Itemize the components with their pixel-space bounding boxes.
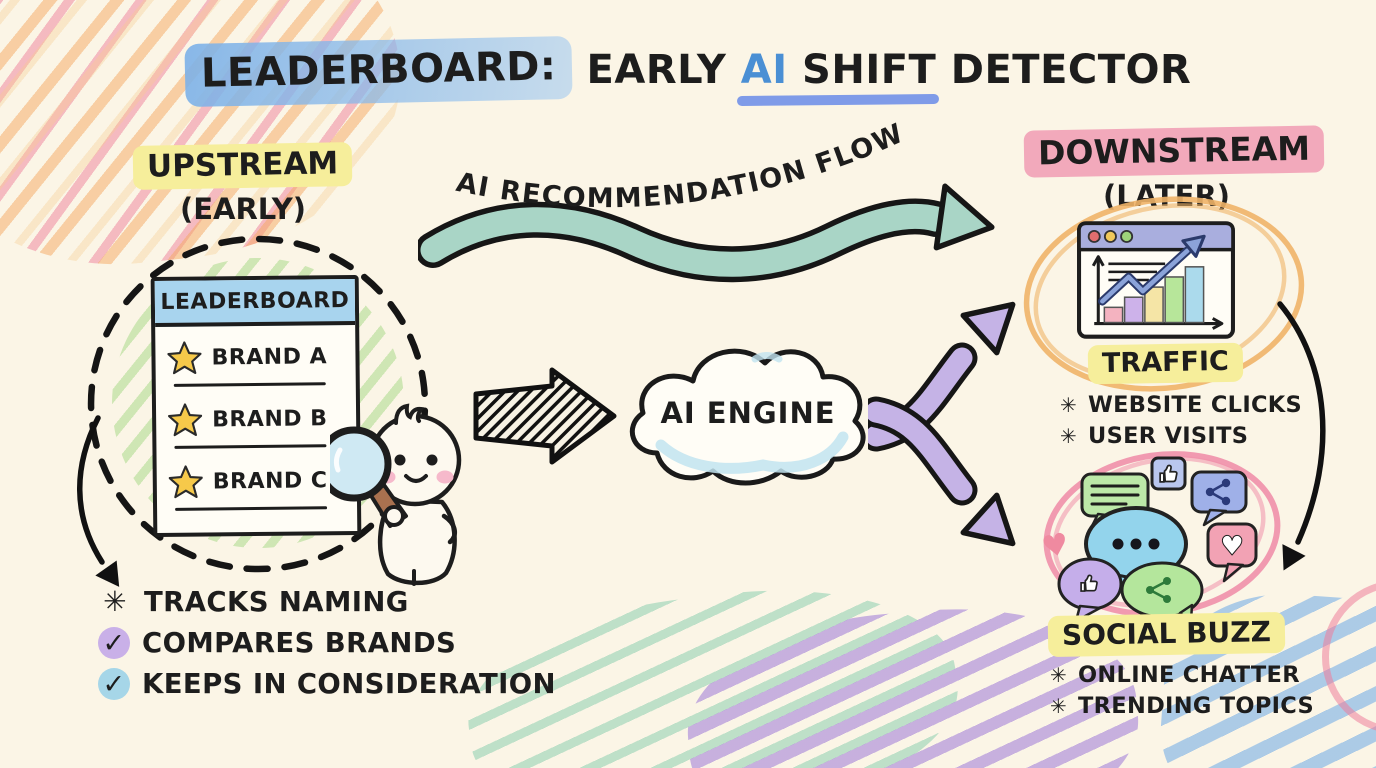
title-ai-word: AI — [740, 47, 788, 93]
list-item: ✳WEBSITE CLICKS — [1060, 390, 1302, 421]
arrow-traffic-to-social — [1277, 301, 1326, 571]
upstream-sublabel: (EARLY) — [179, 192, 307, 226]
title-highlighted-word: LEADERBOARD: — [184, 35, 573, 108]
browser-dot-red — [1087, 229, 1101, 243]
list-item: ✓ COMPARES BRANDS — [98, 627, 556, 659]
leaderboard-row: BRAND B — [156, 387, 357, 451]
leaderboard-row: BRAND A — [155, 325, 356, 389]
heart-bubble-icon: ♥ — [1206, 522, 1258, 583]
flow-arrow-label: AI RECOMMENDATION FLOW — [454, 118, 908, 214]
upstream-label: UPSTREAM — [132, 142, 353, 190]
traffic-label: TRAFFIC — [1087, 342, 1243, 385]
mascot-character — [330, 403, 462, 586]
heart-icon: ♥ — [1220, 531, 1244, 562]
list-item: ✳TRENDING TOPICS — [1050, 691, 1314, 722]
browser-dot-yellow — [1103, 229, 1117, 243]
bar-chart-bars — [1103, 266, 1205, 324]
ai-engine-cloud — [629, 348, 866, 486]
social-bullet-list: ✳ONLINE CHATTER ✳TRENDING TOPICS — [1050, 660, 1314, 722]
upstream-notes-list: ✳ TRACKS NAMING ✓ COMPARES BRANDS ✓ KEEP… — [98, 585, 556, 709]
list-item: ✓ KEEPS IN CONSIDERATION — [98, 668, 556, 700]
star-icon — [167, 403, 203, 437]
social-label: SOCIAL BUZZ — [1047, 611, 1286, 658]
thumbs-up-chip-icon — [1150, 456, 1187, 491]
svg-text:AI RECOMMENDATION FLOW: AI RECOMMENDATION FLOW — [454, 118, 909, 214]
analytics-browser-icon — [1077, 221, 1235, 339]
social-section: SOCIAL BUZZ — [1024, 611, 1309, 658]
asterisk-bullet-icon: ✳ — [1060, 424, 1078, 448]
asterisk-bullet-icon: ✳ — [1050, 663, 1068, 687]
title-underlined-group: AI SHIFT — [740, 47, 937, 93]
page-title: LEADERBOARD: EARLY AI SHIFT DETECTOR — [0, 35, 1376, 108]
crayon-arc-right-edge — [1322, 580, 1376, 734]
magnifier-icon — [330, 426, 408, 528]
thumbs-up-bubble-icon — [1057, 557, 1123, 622]
list-item: ✳ TRACKS NAMING — [98, 585, 556, 618]
social-buzz-cluster: ♥ ♥ — [1040, 451, 1281, 622]
upstream-section-label: UPSTREAM (EARLY) — [118, 142, 368, 226]
row-divider — [173, 382, 326, 387]
fork-arrows — [868, 301, 1016, 547]
asterisk-bullet-icon: ✳ — [103, 585, 127, 618]
asterisk-bullet-icon: ✳ — [1060, 393, 1078, 417]
row-divider — [174, 444, 327, 449]
arrow-circle-to-notes — [77, 415, 120, 587]
list-item: ✳ONLINE CHATTER — [1050, 660, 1314, 691]
browser-dot-green — [1120, 229, 1134, 243]
hatched-arrow-right — [473, 367, 617, 465]
star-icon — [167, 341, 202, 375]
mascot-hair-tuft — [394, 403, 425, 425]
row-divider — [175, 506, 328, 511]
downstream-label: DOWNSTREAM — [1023, 125, 1325, 178]
brand-label: BRAND B — [212, 405, 328, 432]
heart-icon: ♥ — [1040, 526, 1072, 566]
leaderboard-header: LEADERBOARD — [154, 278, 356, 328]
ai-engine-label: AI ENGINE — [660, 396, 836, 430]
asterisk-bullet-icon: ✳ — [1050, 694, 1068, 718]
traffic-bullet-list: ✳WEBSITE CLICKS ✳USER VISITS — [1060, 390, 1302, 452]
star-icon — [168, 465, 203, 499]
brand-label: BRAND C — [212, 467, 328, 494]
trend-arrow-icon — [1098, 234, 1206, 306]
list-item: ✳USER VISITS — [1060, 421, 1302, 452]
leaderboard-card: LEADERBOARD BRAND A BRAND B BRAND C — [150, 274, 362, 538]
brand-label: BRAND A — [211, 343, 328, 370]
ai-recommendation-flow-arrow: AI RECOMMENDATION FLOW — [418, 118, 995, 283]
checkmark-icon: ✓ — [98, 627, 130, 659]
share-bubble-icon — [1190, 470, 1248, 527]
leaderboard-row: BRAND C — [156, 449, 357, 513]
checkmark-icon: ✓ — [98, 668, 130, 700]
